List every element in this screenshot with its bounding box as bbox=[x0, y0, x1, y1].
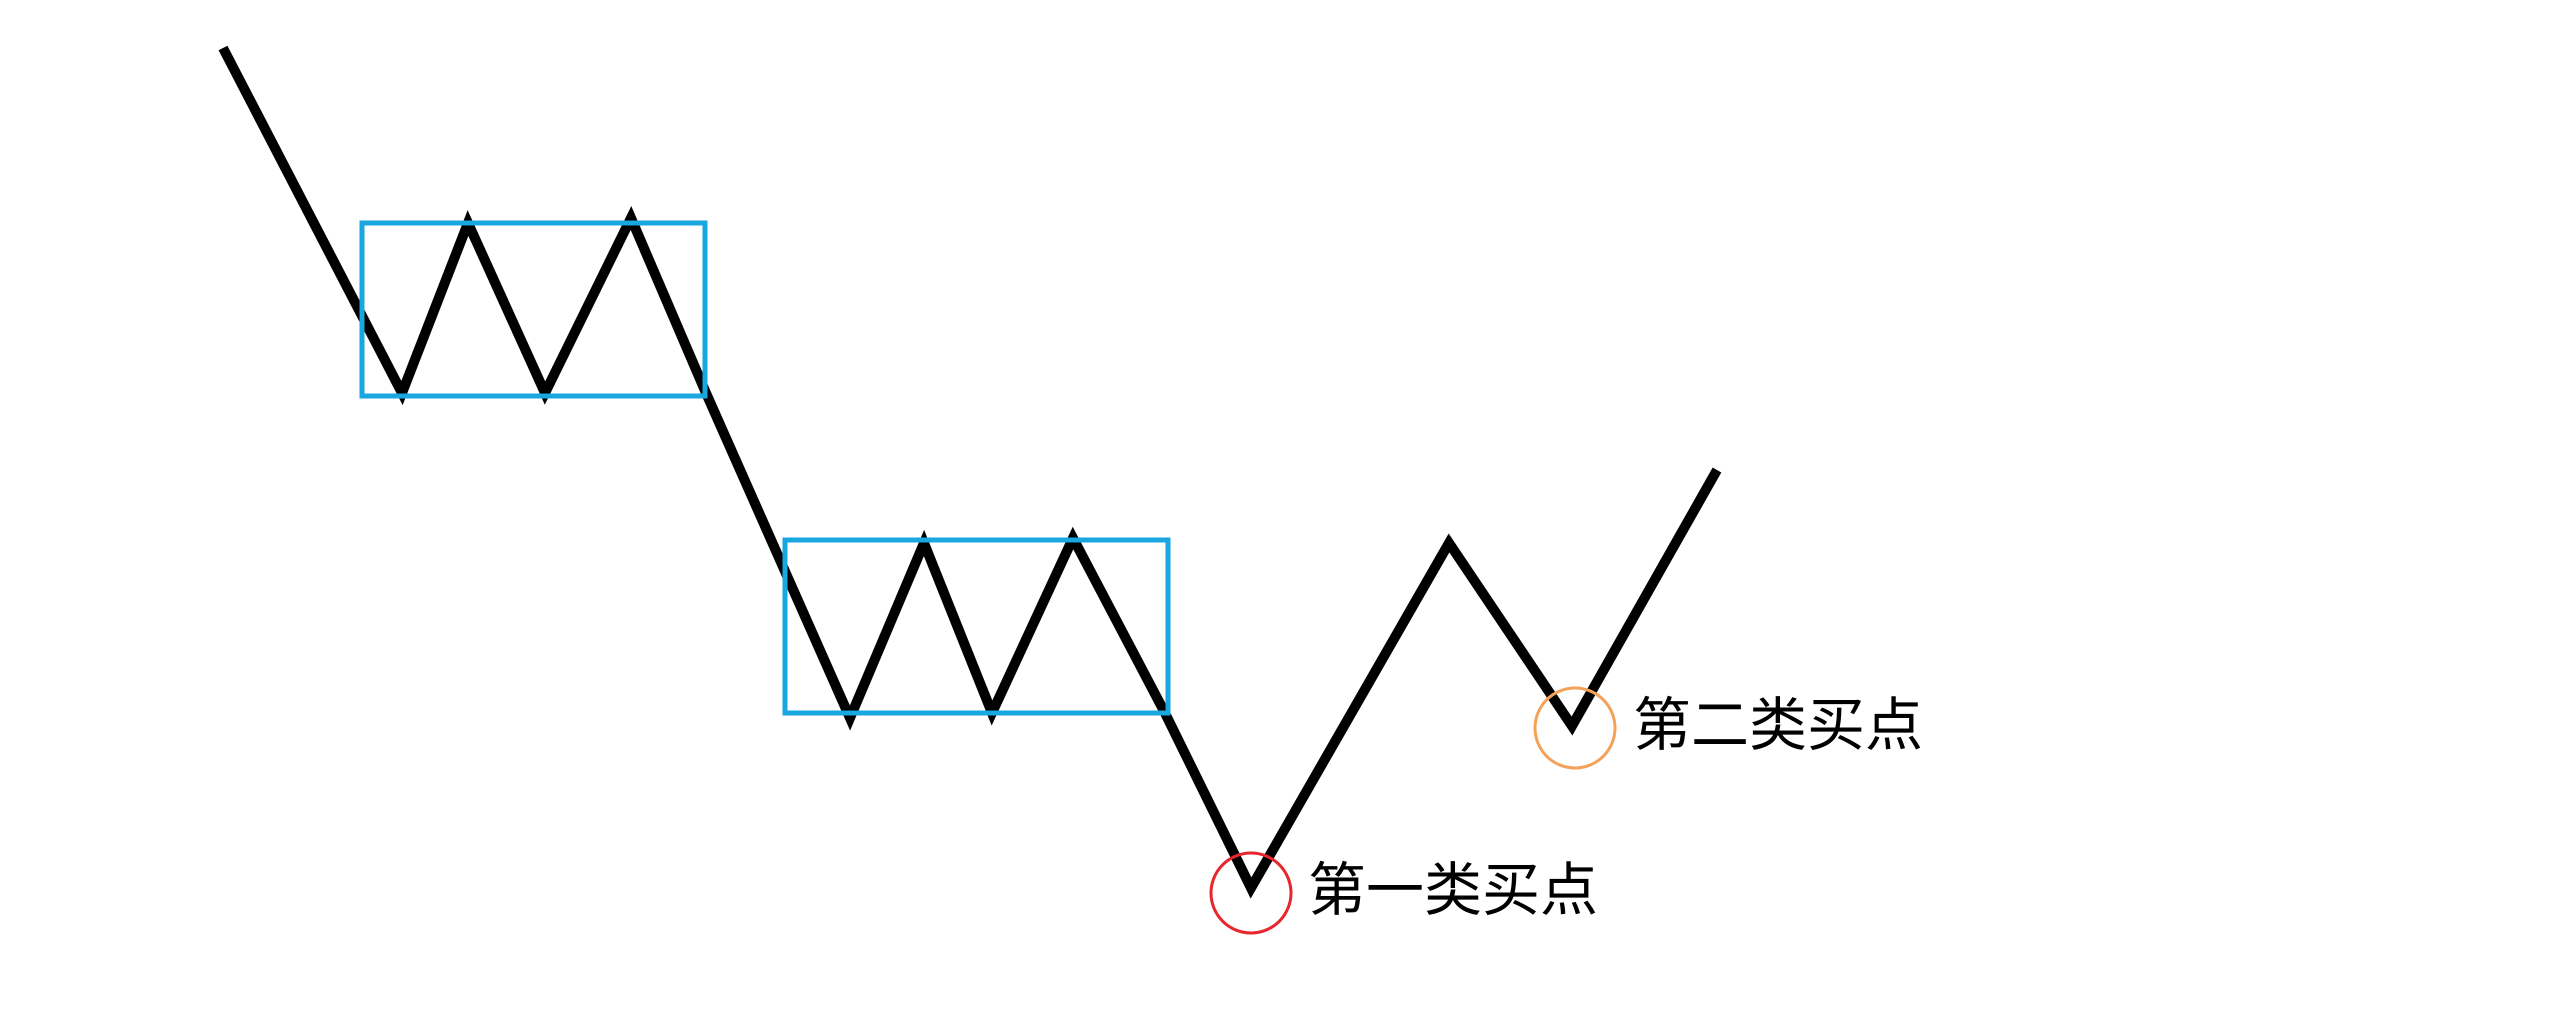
first-buy-point-circle bbox=[1209, 851, 1293, 935]
consolidation-box-1 bbox=[359, 220, 708, 399]
consolidation-box-2 bbox=[782, 537, 1171, 716]
first-buy-point-label: 第一类买点 bbox=[1308, 856, 1598, 924]
second-buy-point-circle bbox=[1533, 686, 1617, 770]
price-path-line bbox=[218, 45, 1722, 899]
second-buy-point-label: 第二类买点 bbox=[1633, 691, 1923, 759]
